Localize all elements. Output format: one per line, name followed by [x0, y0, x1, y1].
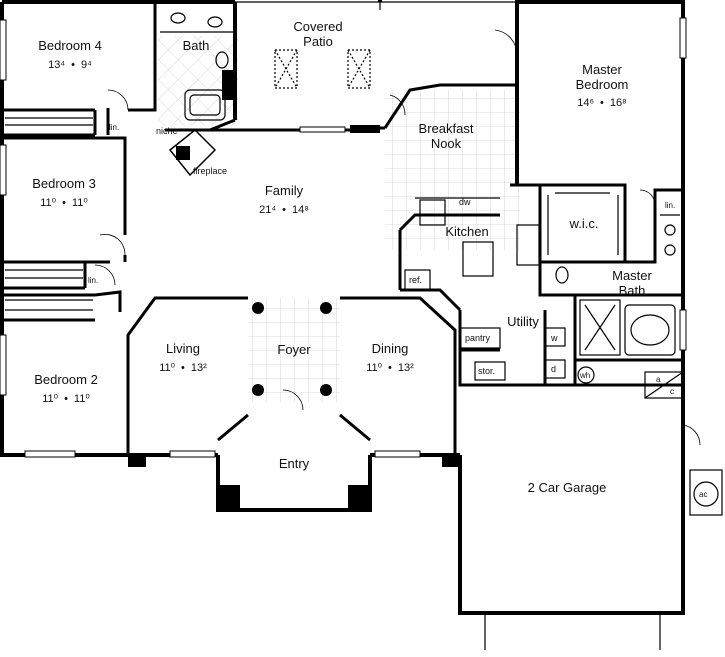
fixture-labels: lin. lin. lin. niche fireplace dw ref. p…: [88, 123, 707, 499]
label-bedroom4: Bedroom 4: [38, 38, 102, 53]
foyer-columns: [252, 302, 332, 396]
fixtures-lines: [5, 12, 723, 650]
label-dining: Dining: [372, 341, 409, 356]
label-a: a: [656, 375, 661, 384]
label-bedroom2: Bedroom 2: [34, 372, 98, 387]
dim-bedroom3: 11⁰•11⁰: [40, 197, 88, 209]
label-patio-1: Covered: [293, 19, 342, 34]
label-wh: wh: [579, 371, 590, 380]
label-ac: ac: [699, 490, 707, 499]
label-patio-2: Patio: [303, 34, 333, 49]
door-swings: [94, 29, 701, 446]
dim-bedroom4: 13⁴•9⁴: [48, 59, 92, 71]
label-c: c: [670, 387, 674, 396]
label-breakfast-1: Breakfast: [419, 121, 474, 136]
label-d: d: [551, 364, 556, 374]
windows: [0, 17, 687, 458]
dim-family: 21⁴•14⁸: [259, 204, 309, 216]
label-masterbath-2: Bath: [619, 283, 646, 298]
label-masterbath-1: Master: [612, 268, 652, 283]
dim-bedroom2: 11⁰•11⁰: [42, 393, 90, 405]
dim-living: 11⁰•13²: [159, 362, 207, 374]
patio-outline: [235, 1, 517, 89]
label-master-2: Bedroom: [576, 77, 629, 92]
label-wic: w.i.c.: [569, 216, 599, 231]
wall-posts: [128, 70, 460, 510]
label-fireplace: fireplace: [193, 166, 227, 176]
label-kitchen: Kitchen: [445, 224, 488, 239]
label-utility: Utility: [507, 314, 539, 329]
dim-master: 14⁶•16⁸: [577, 97, 627, 109]
label-foyer: Foyer: [277, 342, 311, 357]
label-lin-1: lin.: [109, 123, 119, 132]
label-lin-3: lin.: [665, 201, 675, 210]
label-entry: Entry: [279, 456, 310, 471]
label-garage: 2 Car Garage: [528, 480, 607, 495]
label-lin-2: lin.: [88, 276, 98, 285]
label-niche: niche: [156, 126, 178, 136]
label-family: Family: [265, 183, 304, 198]
label-living: Living: [166, 341, 200, 356]
label-breakfast-2: Nook: [431, 136, 462, 151]
label-bath: Bath: [183, 38, 210, 53]
label-ref: ref.: [409, 275, 422, 285]
label-bedroom3: Bedroom 3: [32, 176, 96, 191]
room-labels: Bedroom 4 13⁴•9⁴ Bath Covered Patio Mast…: [32, 19, 652, 495]
label-stor: stor.: [478, 366, 495, 376]
tile-hall: [120, 280, 150, 310]
label-dw: dw: [459, 197, 471, 207]
label-w: w: [550, 333, 558, 343]
dim-dining: 11⁰•13²: [366, 362, 414, 374]
label-master-1: Master: [582, 62, 622, 77]
label-pantry: pantry: [465, 333, 491, 343]
